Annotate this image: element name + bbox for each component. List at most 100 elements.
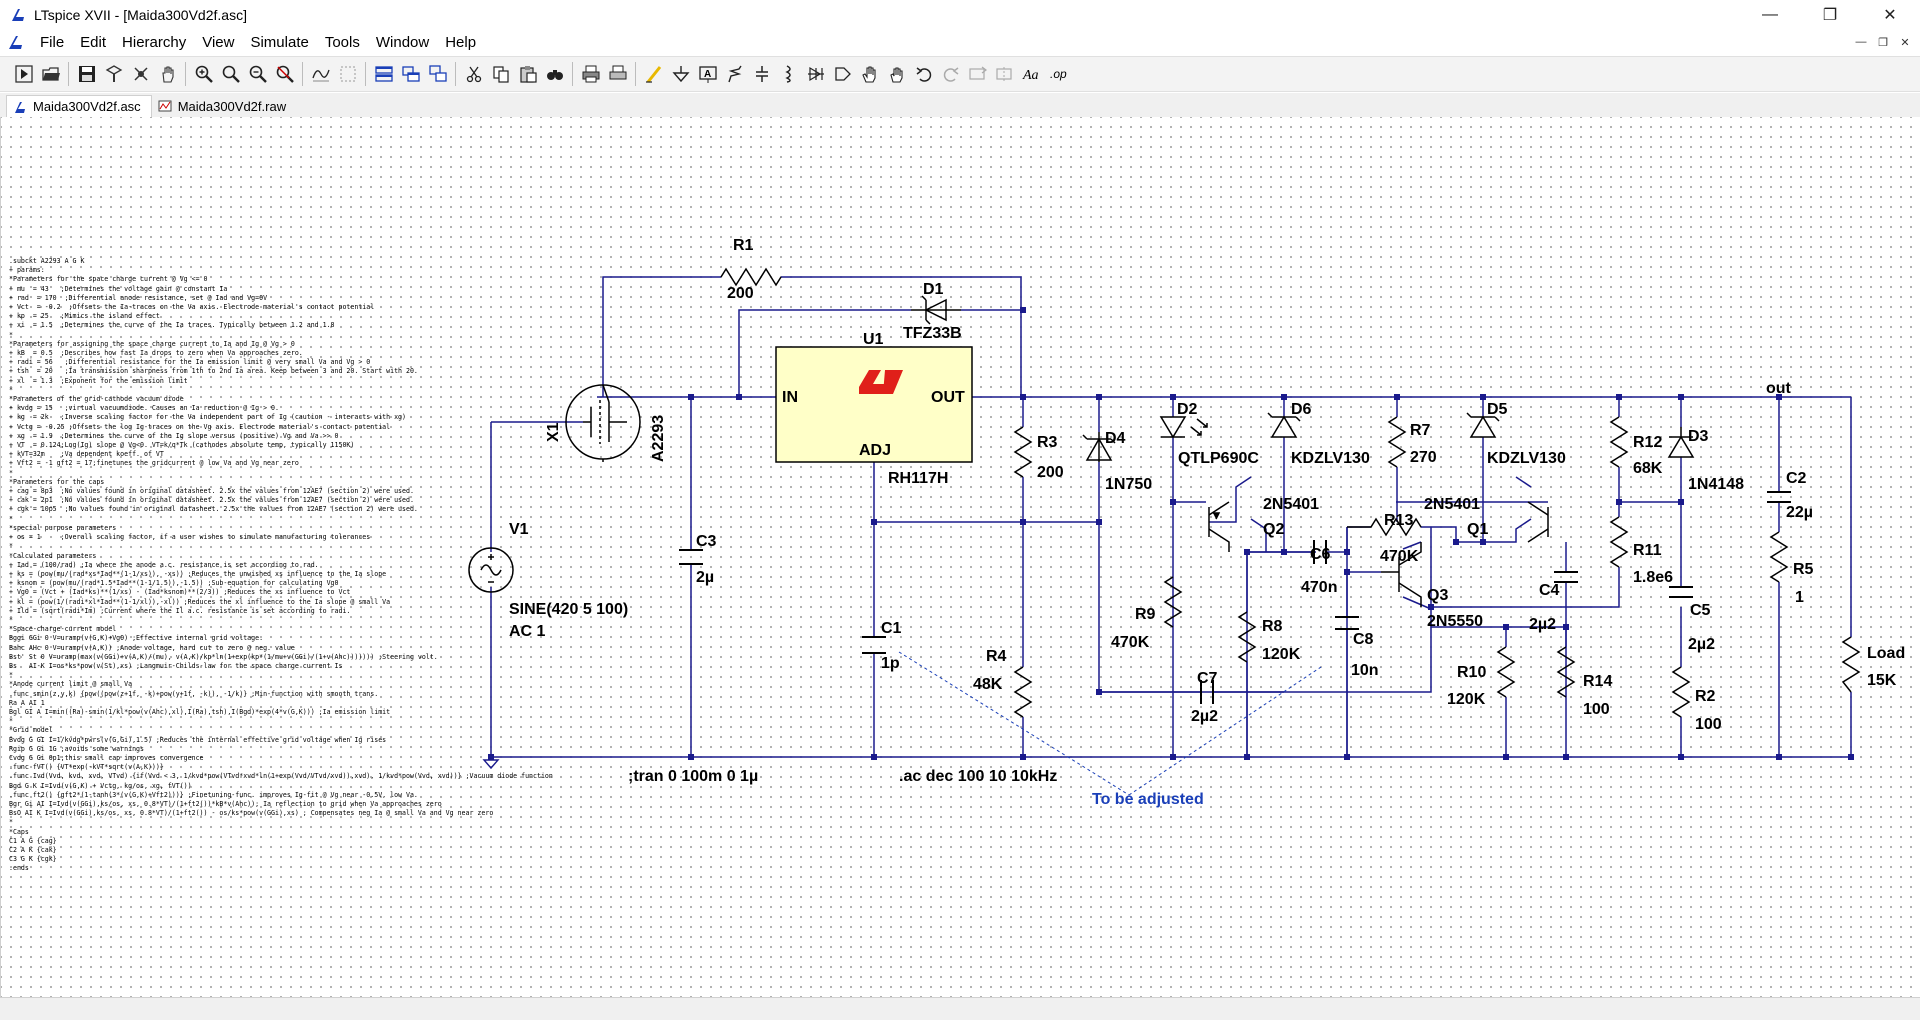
mdi-restore-button[interactable]: ❐ bbox=[1878, 36, 1888, 49]
run-icon[interactable] bbox=[10, 60, 37, 88]
voltage-source-v1[interactable] bbox=[468, 547, 514, 593]
capacitor-c5[interactable] bbox=[1669, 586, 1693, 598]
mdi-minimize-button[interactable]: — bbox=[1855, 36, 1867, 48]
menu-simulate[interactable]: Simulate bbox=[250, 33, 309, 51]
diode-d3[interactable] bbox=[1667, 427, 1695, 458]
minimize-button[interactable]: — bbox=[1762, 6, 1778, 23]
led-d2[interactable] bbox=[1159, 416, 1208, 439]
print-preview-icon[interactable] bbox=[604, 60, 631, 88]
spice-directive-icon[interactable]: .op bbox=[1045, 60, 1072, 88]
toolbar-separator bbox=[185, 62, 186, 86]
resistor-r2[interactable] bbox=[1671, 666, 1691, 718]
component-icon[interactable] bbox=[829, 60, 856, 88]
resistor-icon[interactable] bbox=[721, 60, 748, 88]
open-folder-icon[interactable] bbox=[37, 60, 64, 88]
mdi-close-button[interactable]: ✕ bbox=[1900, 36, 1910, 49]
resistor-r12[interactable] bbox=[1609, 416, 1629, 468]
c4-value: 2µ2 bbox=[1529, 616, 1556, 633]
capacitor-c8[interactable] bbox=[1335, 616, 1359, 630]
drag-hand-icon[interactable] bbox=[883, 60, 910, 88]
resistor-r7[interactable] bbox=[1387, 416, 1407, 468]
move-hand-icon[interactable] bbox=[856, 60, 883, 88]
to-be-adjusted-note[interactable]: To be adjusted bbox=[1092, 791, 1204, 808]
find-icon[interactable] bbox=[541, 60, 568, 88]
menu-edit[interactable]: Edit bbox=[80, 33, 107, 51]
resistor-r13[interactable] bbox=[1347, 517, 1422, 537]
menu-tools[interactable]: Tools bbox=[324, 33, 360, 51]
zener-d5[interactable] bbox=[1466, 412, 1500, 438]
cut-icon[interactable] bbox=[460, 60, 487, 88]
close-button[interactable]: ✕ bbox=[1883, 7, 1897, 24]
document-icon[interactable] bbox=[6, 33, 28, 51]
ac-directive[interactable]: .ac dec 100 10 10kHz bbox=[899, 768, 1057, 785]
menu-help[interactable]: Help bbox=[445, 33, 477, 51]
zoom-in-icon[interactable] bbox=[190, 60, 217, 88]
pan-hand-icon[interactable] bbox=[154, 60, 181, 88]
redo-icon[interactable] bbox=[937, 60, 964, 88]
resistor-r4[interactable] bbox=[1013, 666, 1033, 718]
resistor-r1[interactable] bbox=[720, 267, 782, 287]
capacitor-c3[interactable] bbox=[679, 549, 703, 565]
halt-icon[interactable] bbox=[127, 60, 154, 88]
ground-symbol[interactable] bbox=[482, 759, 500, 770]
menu-view[interactable]: View bbox=[202, 33, 235, 51]
paste-icon[interactable] bbox=[514, 60, 541, 88]
menu-hierarchy[interactable]: Hierarchy bbox=[122, 33, 187, 51]
tile-vertical-icon[interactable] bbox=[397, 60, 424, 88]
capacitor-c6[interactable] bbox=[1313, 540, 1327, 564]
menu-file[interactable]: File bbox=[40, 33, 65, 51]
r1-value: 200 bbox=[727, 285, 754, 302]
capacitor-icon[interactable] bbox=[748, 60, 775, 88]
d5-name: D5 bbox=[1487, 401, 1508, 418]
print-icon[interactable] bbox=[577, 60, 604, 88]
title-bar: LTspice XVII - [Maida300Vd2f.asc] — ❐ ✕ bbox=[0, 0, 1920, 30]
tab-schematic[interactable]: Maida300Vd2f.asc bbox=[6, 95, 152, 117]
resistor-r11[interactable] bbox=[1609, 516, 1629, 568]
capacitor-c7[interactable] bbox=[1200, 680, 1214, 704]
transistor-q3[interactable] bbox=[1381, 542, 1422, 607]
capacitor-c4[interactable] bbox=[1554, 571, 1578, 583]
transistor-q2[interactable] bbox=[1208, 501, 1230, 552]
ground-icon[interactable] bbox=[667, 60, 694, 88]
resistor-r8[interactable] bbox=[1237, 611, 1257, 663]
r4-name: R4 bbox=[986, 648, 1007, 665]
control-panel-icon[interactable] bbox=[100, 60, 127, 88]
triode-x1[interactable] bbox=[565, 384, 641, 462]
capacitor-c2[interactable] bbox=[1767, 491, 1791, 503]
regulator-u1[interactable] bbox=[775, 346, 973, 463]
capacitor-c1[interactable] bbox=[862, 636, 886, 654]
zoom-fit-icon[interactable] bbox=[217, 60, 244, 88]
resistor-load[interactable] bbox=[1841, 636, 1861, 693]
transistor-q1[interactable] bbox=[1527, 501, 1549, 543]
tile-horizontal-icon[interactable] bbox=[370, 60, 397, 88]
draw-wire-icon[interactable] bbox=[640, 60, 667, 88]
zener-d4[interactable] bbox=[1082, 432, 1116, 462]
maximize-button[interactable]: ❐ bbox=[1822, 7, 1838, 24]
document-tab-bar: Maida300Vd2f.asc Maida300Vd2f.raw bbox=[0, 93, 1920, 117]
resistor-r3[interactable] bbox=[1013, 426, 1033, 478]
resistor-r5[interactable] bbox=[1769, 531, 1789, 583]
autorange-icon[interactable] bbox=[307, 60, 334, 88]
inductor-icon[interactable] bbox=[775, 60, 802, 88]
rotate-icon[interactable] bbox=[964, 60, 991, 88]
undo-icon[interactable] bbox=[910, 60, 937, 88]
grid-toggle-icon[interactable] bbox=[334, 60, 361, 88]
resistor-r9[interactable] bbox=[1163, 576, 1183, 628]
text-icon[interactable]: Aa bbox=[1018, 60, 1045, 88]
zoom-cancel-icon[interactable] bbox=[271, 60, 298, 88]
label-net-icon[interactable]: A bbox=[694, 60, 721, 88]
resistor-r10[interactable] bbox=[1496, 646, 1516, 698]
tab-waveform[interactable]: Maida300Vd2f.raw bbox=[152, 95, 296, 117]
resistor-r14[interactable] bbox=[1556, 646, 1576, 698]
save-icon[interactable] bbox=[73, 60, 100, 88]
cascade-icon[interactable] bbox=[424, 60, 451, 88]
mirror-icon[interactable] bbox=[991, 60, 1018, 88]
tran-directive[interactable]: ;tran 0 100m 0 1µ bbox=[628, 768, 758, 785]
diode-d1[interactable] bbox=[911, 295, 961, 325]
schematic-canvas[interactable]: .subckt A2293 A G K + params: *Parameter… bbox=[0, 117, 1920, 997]
copy-icon[interactable] bbox=[487, 60, 514, 88]
menu-window[interactable]: Window bbox=[375, 33, 430, 51]
zoom-out-icon[interactable] bbox=[244, 60, 271, 88]
diode-icon[interactable] bbox=[802, 60, 829, 88]
zener-d6[interactable] bbox=[1267, 412, 1301, 438]
